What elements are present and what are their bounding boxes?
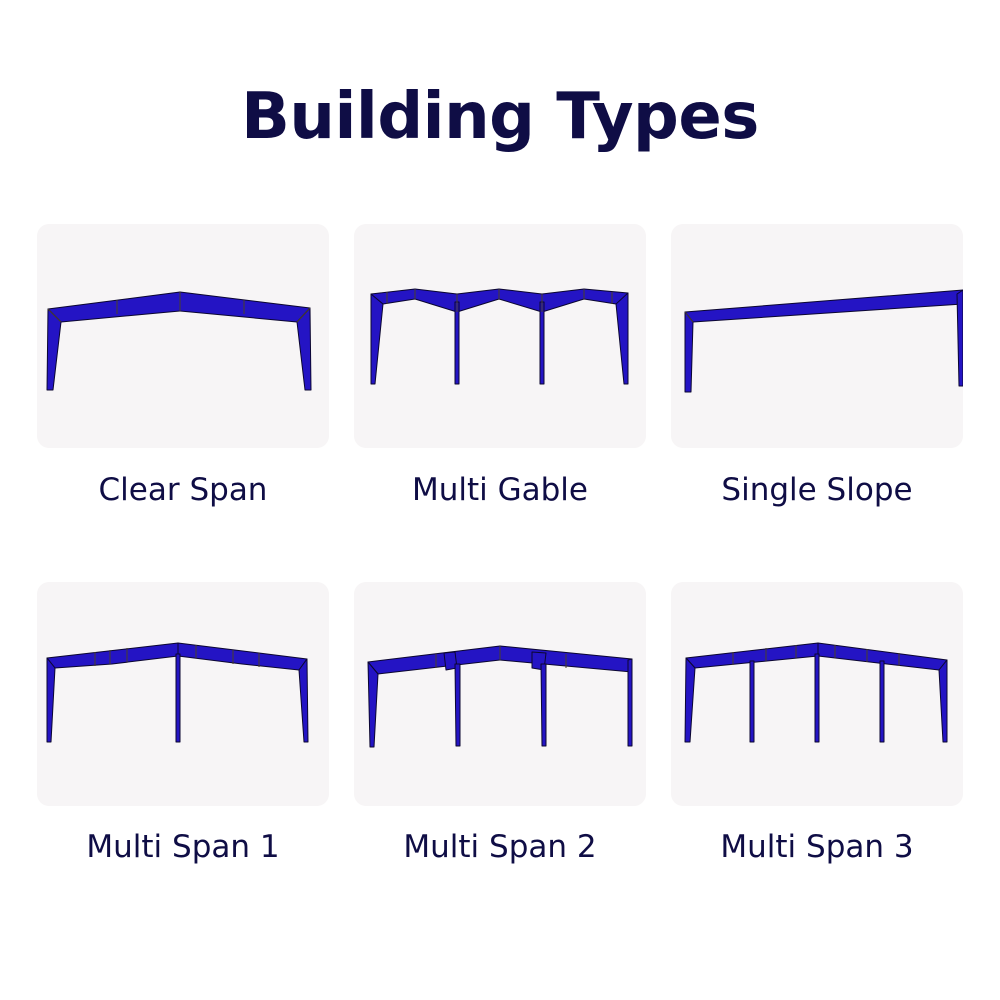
column	[879, 660, 885, 743]
column	[615, 292, 629, 385]
page-title: Building Types	[241, 80, 759, 154]
frame-card	[354, 582, 646, 806]
multi-span-3-frame-diagram	[671, 582, 963, 806]
building-type-label: Multi Gable	[411, 472, 588, 508]
column	[684, 311, 694, 393]
multi-gable-frame-diagram	[354, 224, 646, 448]
frame-card	[37, 582, 329, 806]
building-type-label: Multi Span 3	[720, 829, 914, 865]
column	[627, 658, 633, 747]
column	[298, 658, 309, 743]
building-type-label: Clear Span	[98, 472, 268, 508]
column	[814, 653, 820, 743]
frame-card	[671, 224, 963, 448]
column	[454, 301, 460, 385]
column	[370, 293, 384, 385]
multi-span-2-frame-diagram	[354, 582, 646, 806]
clear-span-frame-diagram	[37, 224, 329, 448]
single-slope-frame-diagram	[671, 224, 963, 448]
frame-card	[37, 224, 329, 448]
frame-card	[354, 224, 646, 448]
building-type-label: Single Slope	[721, 472, 913, 508]
column	[454, 663, 461, 747]
building-type-label: Multi Span 1	[86, 829, 280, 865]
column	[956, 289, 963, 387]
multi-span-1-frame-diagram	[37, 582, 329, 806]
frame-card	[671, 582, 963, 806]
building-type-card-multi-span-1[interactable]: Multi Span 1	[37, 582, 329, 865]
column	[684, 657, 696, 743]
column	[938, 659, 948, 743]
column	[46, 657, 56, 743]
column	[175, 653, 181, 743]
column	[540, 663, 547, 747]
building-type-label: Multi Span 2	[403, 829, 597, 865]
column	[367, 661, 379, 748]
building-type-card-single-slope[interactable]: Single Slope	[671, 224, 963, 508]
building-type-card-clear-span[interactable]: Clear Span	[37, 224, 329, 508]
building-type-card-multi-span-2[interactable]: Multi Span 2	[354, 582, 646, 865]
building-type-card-multi-gable[interactable]: Multi Gable	[354, 224, 646, 508]
column	[539, 301, 545, 385]
building-type-card-multi-span-3[interactable]: Multi Span 3	[671, 582, 963, 865]
column	[749, 660, 755, 743]
